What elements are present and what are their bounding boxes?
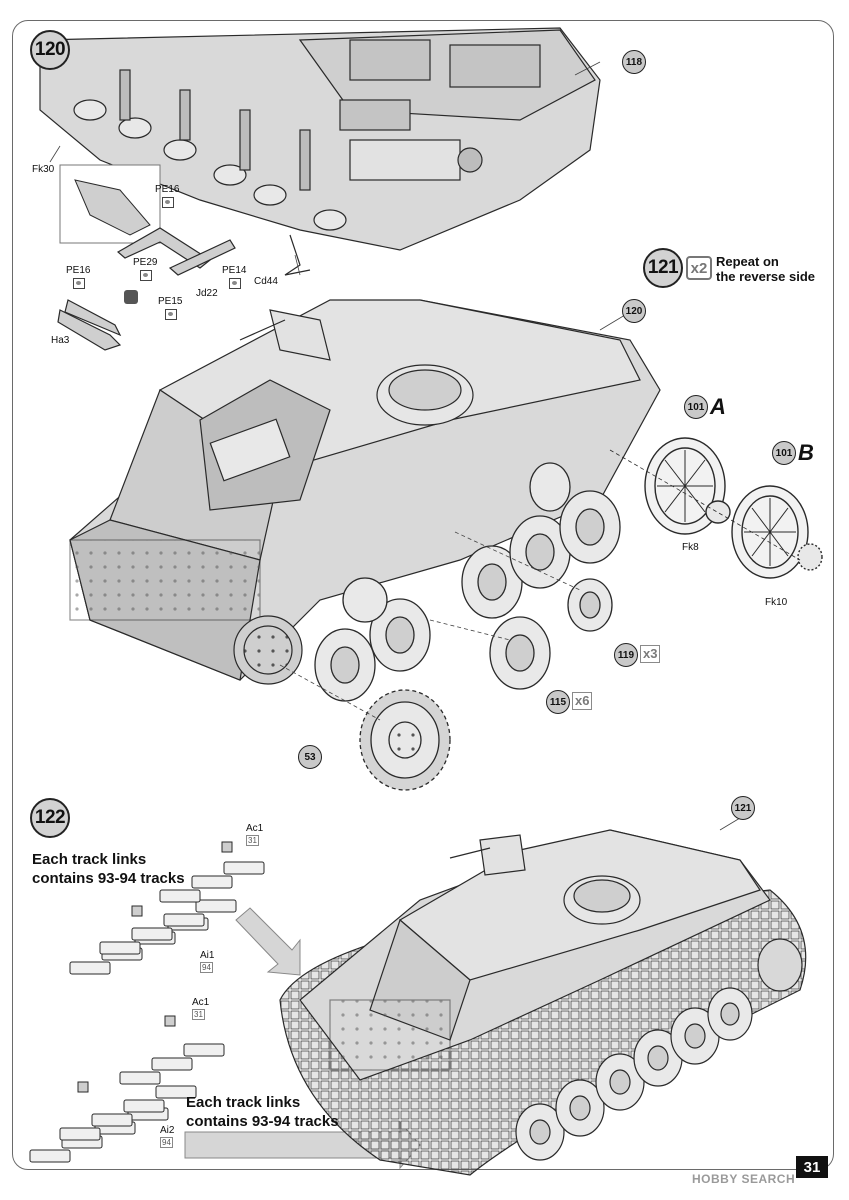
drive-sprocket: [359, 689, 451, 791]
arrow-top: [235, 907, 301, 976]
track-note-top-line1: Each track links: [32, 851, 147, 868]
step-122-badge: 122: [30, 798, 70, 838]
page-number: 31: [796, 1156, 828, 1178]
photo-etch-icon: [73, 278, 85, 289]
part-115-badge: 115: [546, 690, 570, 714]
track-note-top-line2: contains 93-94 tracks: [32, 870, 185, 887]
photo-etch-icon: [140, 270, 152, 281]
page-frame: [12, 20, 834, 1170]
variant-a-label: A: [710, 394, 726, 419]
label-ai1: Ai1: [200, 950, 215, 961]
rotate-icon: [124, 290, 138, 304]
label-jd22: Jd22: [196, 288, 218, 299]
label-ha3: Ha3: [51, 335, 70, 346]
road-wheels: [314, 462, 621, 702]
repeat-line-2: the reverse side: [716, 269, 816, 284]
photo-etch-icon: [162, 197, 174, 208]
label-cd44: Cd44: [254, 276, 278, 287]
part-119-badge: 119: [614, 643, 638, 667]
step-121-badge: 121: [643, 248, 683, 288]
track-note-bottom-line2: contains 93-94 tracks: [186, 1113, 339, 1130]
track-note-top: Each track links contains 93-94 tracks: [32, 850, 185, 888]
photo-etch-icon: [165, 309, 177, 320]
count-ac1-bottom: 31: [192, 1009, 205, 1020]
part-119-multiplier: x3: [640, 645, 661, 663]
part-121-badge: 121: [731, 796, 755, 820]
repeat-line-1: Repeat on: [716, 254, 779, 269]
part-115-multiplier: x6: [572, 692, 593, 710]
label-ac1-bottom: Ac1: [192, 997, 210, 1008]
hull-underside-drawing: [39, 27, 601, 251]
label-pe16-left: PE16: [66, 265, 91, 276]
part-53-badge: 53: [298, 745, 322, 769]
track-note-bottom-line1: Each track links: [186, 1094, 301, 1111]
track-note-bottom: Each track links contains 93-94 tracks: [186, 1093, 339, 1131]
step-121-multiplier: x2: [686, 256, 712, 280]
label-ac1-top: Ac1: [246, 823, 264, 834]
count-ai1: 94: [200, 962, 213, 973]
hull-side-drawing: [69, 299, 661, 685]
tracked-vehicle-drawing: [279, 829, 807, 1176]
label-ai2: Ai2: [160, 1125, 175, 1136]
count-ac1-top: 31: [246, 835, 259, 846]
label-pe15: PE15: [158, 296, 183, 307]
label-fk8: Fk8: [682, 542, 699, 553]
photo-etch-icon: [229, 278, 241, 289]
track-links-diagram: [29, 841, 265, 1163]
label-fk30: Fk30: [32, 164, 55, 175]
part-118-badge: 118: [622, 50, 646, 74]
count-ai2: 94: [160, 1137, 173, 1148]
step-121-repeat-note: Repeat on the reverse side: [716, 254, 815, 284]
variant-b-label: B: [798, 440, 814, 465]
label-pe29: PE29: [133, 257, 158, 268]
part-101b-badge: 101: [772, 441, 796, 465]
label-pe16-top: PE16: [155, 184, 180, 195]
part-120-badge: 120: [622, 299, 646, 323]
label-fk10: Fk10: [765, 597, 788, 608]
part-101a-badge: 101: [684, 395, 708, 419]
tracked-vehicle-wheels: [515, 938, 803, 1161]
label-pe14: PE14: [222, 265, 247, 276]
step-120-badge: 120: [30, 30, 70, 70]
watermark: HOBBY SEARCH: [692, 1172, 796, 1186]
idler-wheels: [609, 437, 823, 579]
